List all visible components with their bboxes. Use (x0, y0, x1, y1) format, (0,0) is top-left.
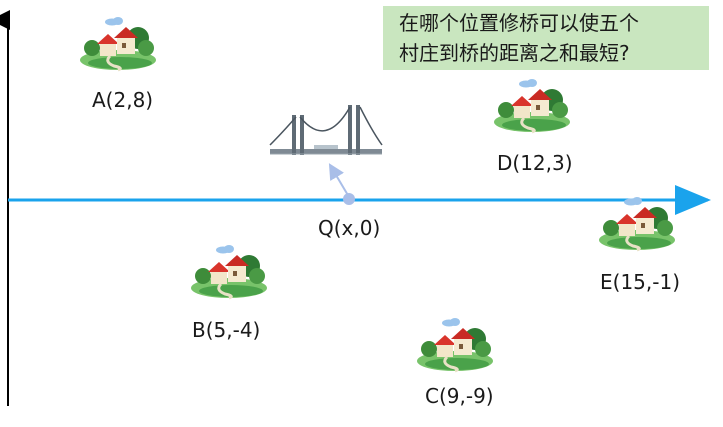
label-e: E(15,-1) (600, 270, 680, 294)
label-a: A(2,8) (92, 88, 154, 112)
village-d-icon (492, 77, 572, 134)
bridge-icon (269, 105, 383, 155)
question-box: 在哪个位置修桥可以使五个 村庄到桥的距离之和最短? (383, 6, 709, 70)
question-line-1: 在哪个位置修桥可以使五个 (399, 11, 639, 35)
question-line-2: 村庄到桥的距离之和最短? (399, 41, 630, 65)
village-c-icon (415, 316, 495, 373)
label-q: Q(x,0) (318, 216, 381, 240)
label-c: C(9,-9) (425, 384, 494, 408)
q-to-bridge-arrow (328, 163, 350, 198)
label-d: D(12,3) (497, 151, 573, 175)
label-b: B(5,-4) (192, 318, 261, 342)
village-e-icon (597, 195, 677, 252)
village-b-icon (189, 243, 269, 300)
point-q[interactable] (343, 193, 355, 205)
village-a-icon (78, 15, 158, 72)
